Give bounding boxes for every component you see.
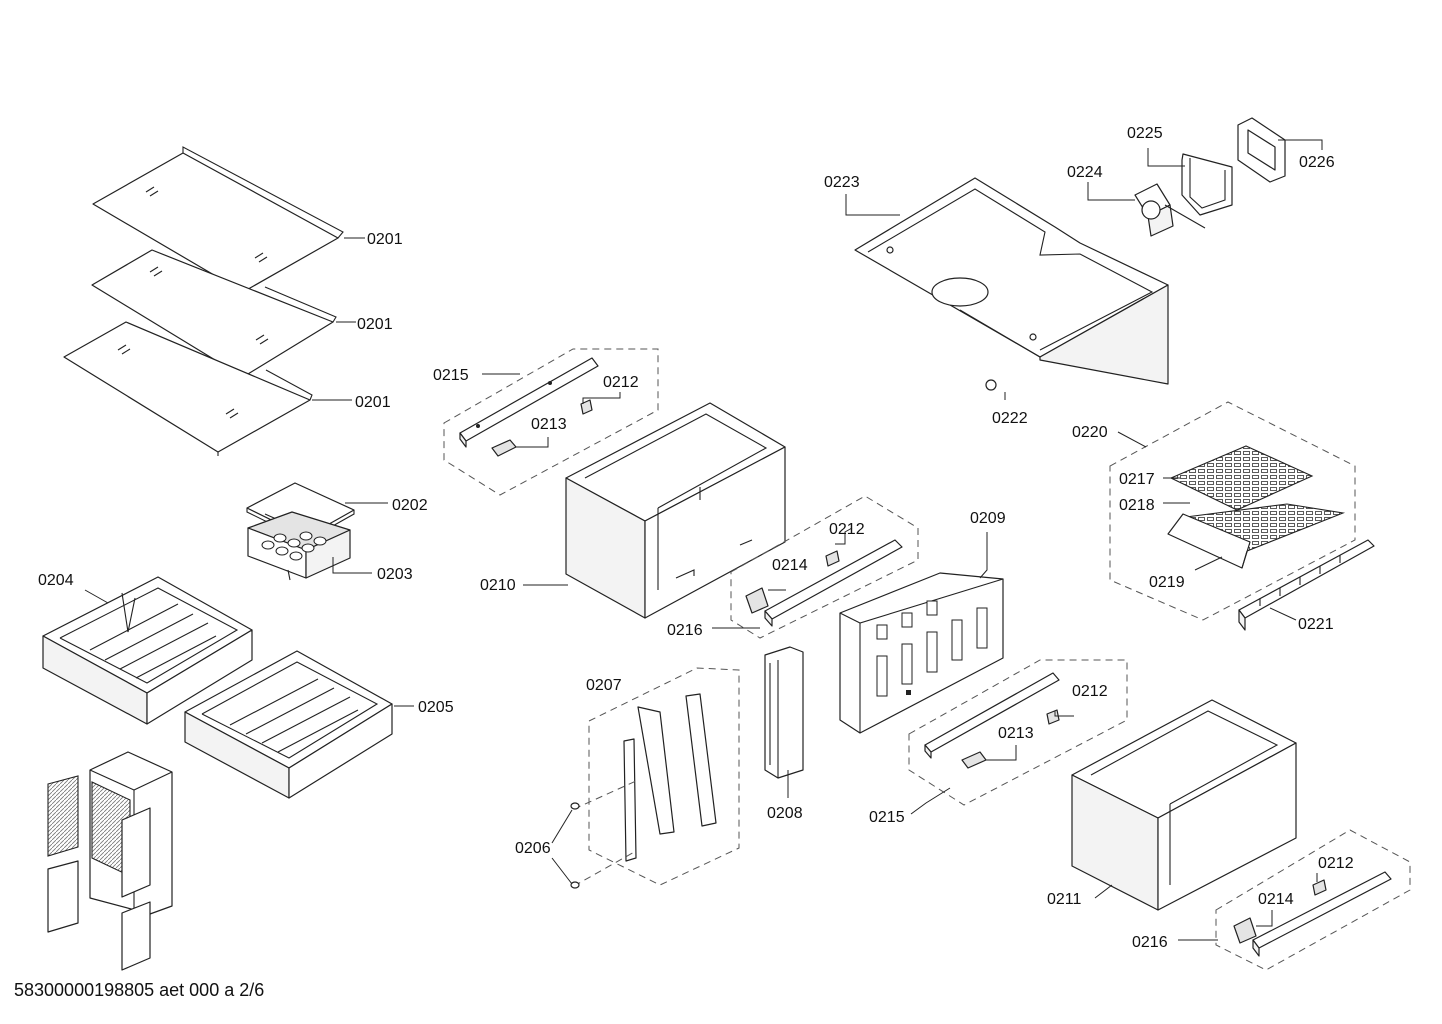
label-0217: 0217 [1119,471,1155,488]
label-0204: 0204 [38,572,74,589]
label-0225: 0225 [1127,125,1163,142]
crisper-drawer-right [184,650,393,799]
label-0212-a: 0212 [603,374,639,391]
rail-kit-0216-middle [730,495,919,639]
column-0208 [764,646,804,779]
label-0221: 0221 [1298,616,1334,633]
label-0202: 0202 [392,497,428,514]
label-0205: 0205 [418,699,454,716]
label-0208: 0208 [767,805,803,822]
label-0224: 0224 [1067,164,1103,181]
label-0214-b: 0214 [1258,891,1294,908]
label-0219: 0219 [1149,574,1185,591]
label-0211: 0211 [1047,891,1082,908]
frame-0226 [1237,117,1286,183]
label-0212-d: 0212 [1318,855,1354,872]
drawer-0211 [1071,699,1297,911]
rail-kit-0215-top [443,348,659,496]
glass-shelf-bottom [63,321,313,456]
strip-0221 [1238,539,1375,631]
label-0216-b: 0216 [1132,934,1168,951]
label-0207: 0207 [586,677,622,694]
fan-0224 [1134,183,1206,237]
label-0203: 0203 [377,566,413,583]
crisper-drawer-left [42,576,253,725]
label-0213-a: 0213 [531,416,567,433]
label-0220: 0220 [1072,424,1108,441]
glass-shelf-middle [91,249,337,378]
label-0216-a: 0216 [667,622,703,639]
label-0215-a: 0215 [433,367,469,384]
label-0212-c: 0212 [1072,683,1108,700]
rail-kit-0215-bottom [908,659,1128,806]
part-labels: 0201 0201 0201 0202 0203 0204 0205 0206 … [38,125,1354,951]
grille-kit-0220 [1109,401,1356,621]
rail-kit-0216-bottom [1215,829,1411,971]
label-0215-b: 0215 [869,809,905,826]
side-panel-assembly [47,751,173,971]
document-id-footer: 58300000198805 aet 000 a 2/6 [14,980,265,1000]
rails-kit-0207 [570,667,740,889]
glass-shelf-top [92,146,344,297]
label-0226: 0226 [1299,154,1335,171]
egg-tray [247,511,351,581]
divider-panel-0209 [839,572,1004,734]
label-0209: 0209 [970,510,1006,527]
label-0201-middle: 0201 [357,316,393,333]
label-0212-b: 0212 [829,521,865,538]
label-0214-a: 0214 [772,557,808,574]
label-0210: 0210 [480,577,516,594]
drawer-0210 [565,402,786,619]
leader-lines [84,139,1323,941]
label-0201-top: 0201 [367,231,403,248]
label-0218: 0218 [1119,497,1155,514]
label-0201-bottom: 0201 [355,394,391,411]
label-0223: 0223 [824,174,860,191]
bracket-0225 [1181,153,1233,216]
label-0206: 0206 [515,840,551,857]
label-0222: 0222 [992,410,1028,427]
top-cover-0223 [854,177,1169,391]
label-0213-b: 0213 [998,725,1034,742]
